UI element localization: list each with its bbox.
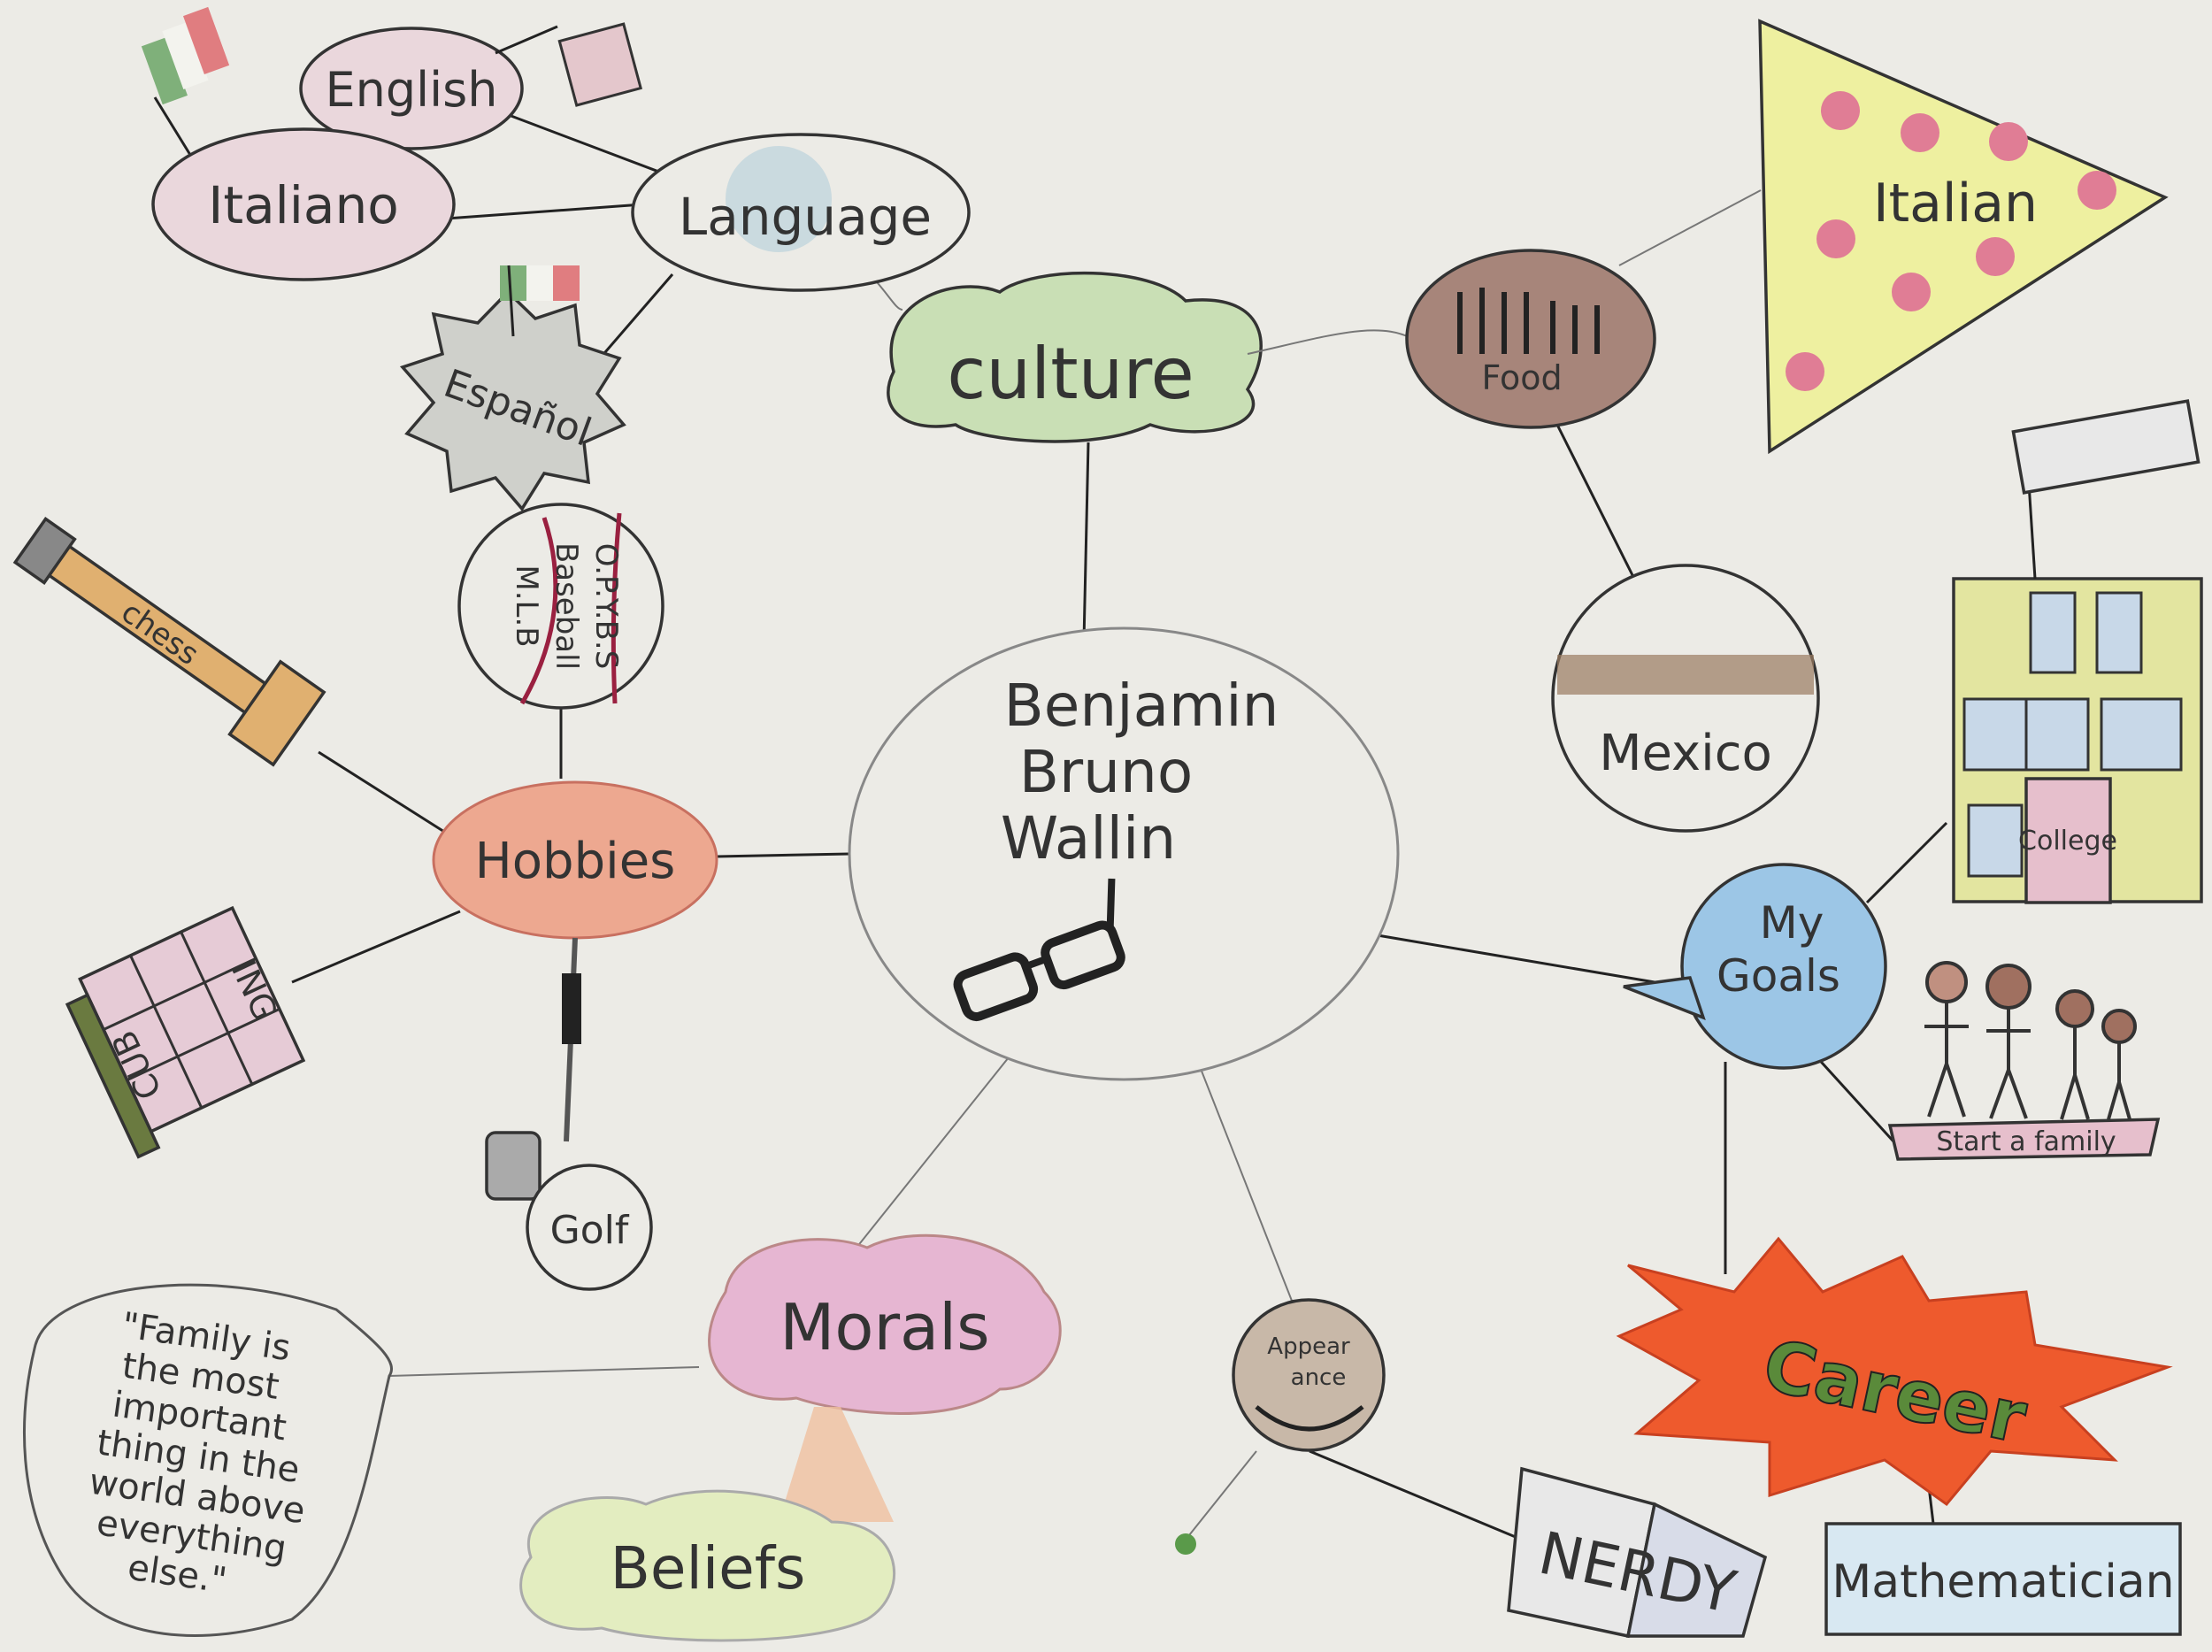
morals-label: Morals (780, 1290, 989, 1364)
college-label: College (2018, 826, 2117, 857)
culture-label: culture (947, 333, 1194, 415)
mathematician-node: Mathematician (1824, 1522, 2182, 1636)
mexico-flag-icon (500, 265, 580, 337)
goals-label-line1: My (1760, 897, 1824, 949)
smile-icon (1255, 1405, 1364, 1432)
usa-flag-icon (2011, 399, 2200, 495)
baseball-line2: Baseball (549, 542, 584, 670)
appearance-node: Appear ance (1175, 1298, 1386, 1555)
name-first: Benjamin (1004, 672, 1279, 740)
quote-node: "Family is the most important thing in t… (23, 1283, 393, 1637)
glasses-icon (953, 878, 1125, 1022)
golf-node: Golf (485, 937, 653, 1291)
family-node: Start a family (1887, 961, 2161, 1161)
language-node: Language (631, 133, 971, 292)
chess-label: chess (115, 595, 205, 672)
espanol-node: Español (399, 265, 626, 511)
baseball-line3: M.L.B (509, 565, 544, 647)
baseball-line1: O.P.Y.B.S (588, 543, 624, 670)
pizza-italian-node: Italian (1758, 19, 2169, 455)
hobbies-node: Hobbies (432, 780, 718, 940)
mexico-label: Mexico (1599, 725, 1772, 782)
career-node: Career (1616, 1236, 2173, 1507)
italiano-node: Italiano (151, 127, 456, 281)
appearance-line2: ance (1291, 1364, 1347, 1391)
stick-family-icon (1924, 961, 2137, 1120)
mexico-node: Mexico (1551, 564, 1820, 833)
green-dot-icon (1175, 1533, 1196, 1555)
family-label: Start a family (1936, 1126, 2116, 1157)
italy-flag-icon (141, 6, 230, 156)
english-node: English (141, 6, 642, 156)
food-label: Food (1481, 358, 1562, 397)
language-label: Language (679, 187, 932, 247)
mathematician-label: Mathematician (1832, 1556, 2174, 1609)
pepperoni-icons (1786, 91, 2116, 391)
nerdy-book-node: NERDY (1507, 1466, 1768, 1639)
name-last: Wallin (1001, 804, 1176, 872)
center-node: Benjamin Bruno Wallin (848, 626, 1400, 1081)
name-middle: Bruno (1019, 738, 1193, 806)
english-label: English (326, 62, 498, 118)
beliefs-node: Beliefs (519, 1489, 896, 1642)
my-goals-node: My Goals (1623, 863, 1887, 1070)
chess-node: chess (12, 517, 326, 767)
italian-label: Italian (1873, 173, 2038, 234)
italiano-label: Italiano (208, 175, 398, 235)
golf-label: Golf (550, 1208, 630, 1253)
appearance-line1: Appear (1267, 1333, 1350, 1360)
baseball-node: O.P.Y.B.S Baseball M.L.B (457, 503, 664, 710)
culture-node: culture (849, 256, 1417, 443)
college-node: College (1952, 399, 2203, 904)
hobbies-label: Hobbies (475, 833, 676, 890)
cubing-node: CUB ING (65, 905, 306, 1159)
usa-flag-icon (495, 22, 642, 107)
goals-label-line2: Goals (1717, 950, 1840, 1002)
morals-node: Morals (708, 1233, 1062, 1522)
food-node: Food (1405, 249, 1656, 429)
beliefs-label: Beliefs (611, 1534, 806, 1602)
